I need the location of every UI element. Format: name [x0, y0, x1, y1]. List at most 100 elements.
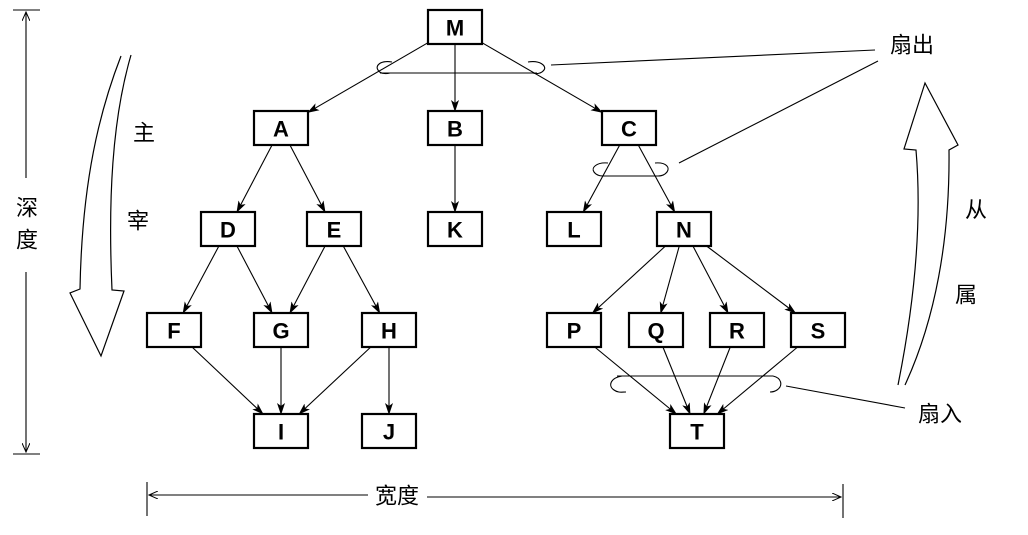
- fan-out-arc-left-m: [376, 61, 393, 75]
- node-box: [668, 412, 726, 450]
- node-L: L: [545, 210, 603, 248]
- node-box: [305, 210, 363, 248]
- node-box: [145, 311, 203, 349]
- edges: [182, 42, 798, 415]
- edge-S-T: [716, 346, 798, 415]
- node-G: G: [252, 311, 310, 349]
- edge-M-C: [481, 42, 603, 113]
- node-box: [252, 311, 310, 349]
- fan-out-arc-left-c: [592, 162, 609, 177]
- node-M: M: [426, 8, 484, 46]
- edge-H-I: [298, 346, 372, 415]
- width-label: 宽度: [375, 485, 419, 510]
- node-box: [426, 210, 484, 248]
- fan-in-arc-right: [769, 375, 782, 393]
- node-box: [627, 311, 685, 349]
- node-label: L: [567, 218, 580, 243]
- node-P: P: [545, 311, 603, 349]
- depth-label-char-2: 度: [16, 229, 38, 254]
- node-I: I: [252, 412, 310, 450]
- edge-E-H: [342, 245, 381, 314]
- edge-R-T: [703, 346, 731, 415]
- fan-out-leader-1: [550, 49, 876, 66]
- edge-D-G: [236, 245, 273, 314]
- node-box: [600, 109, 658, 147]
- node-box: [545, 210, 603, 248]
- edge-E-G: [289, 245, 326, 314]
- fan-out-arc-right-m: [527, 61, 546, 75]
- node-label: P: [567, 319, 582, 344]
- node-box: [252, 412, 310, 450]
- curved-down-arrow-icon: [69, 54, 132, 358]
- node-label: B: [447, 117, 463, 142]
- edge-M-A: [307, 42, 429, 113]
- fan-in-leader: [785, 385, 906, 409]
- width-dimension: 宽度: [146, 482, 844, 518]
- node-label: A: [273, 117, 289, 142]
- node-S: S: [789, 311, 847, 349]
- dominant-label-char-2: 宰: [127, 210, 149, 235]
- node-label: R: [729, 319, 745, 344]
- edge-C-L: [582, 144, 621, 213]
- fan-out-annotation: 扇出: [376, 34, 934, 177]
- node-E: E: [305, 210, 363, 248]
- node-K: K: [426, 210, 484, 248]
- node-box: [545, 311, 603, 349]
- fan-out-arc-right-c: [654, 162, 669, 177]
- node-J: J: [360, 412, 418, 450]
- edge-Q-T: [662, 346, 691, 415]
- node-box: [360, 311, 418, 349]
- node-label: I: [278, 420, 284, 445]
- node-box: [252, 109, 310, 147]
- fan-out-leader-2: [678, 60, 879, 164]
- edge-P-T: [594, 346, 678, 415]
- edge-A-E: [289, 144, 326, 213]
- node-label: D: [220, 218, 236, 243]
- node-label: E: [327, 218, 342, 243]
- depth-label-char-1: 深: [16, 197, 38, 222]
- dominant-arrow: 主 宰: [69, 54, 155, 358]
- fan-in-annotation: 扇入: [610, 375, 962, 428]
- node-box: [426, 109, 484, 147]
- edge-C-N: [637, 144, 676, 213]
- depth-dimension: 深 度: [13, 9, 40, 455]
- node-D: D: [199, 210, 257, 248]
- node-C: C: [600, 109, 658, 147]
- fan-in-arc-left: [610, 375, 627, 393]
- fan-out-label: 扇出: [890, 34, 934, 59]
- node-B: B: [426, 109, 484, 147]
- node-label: N: [676, 218, 692, 243]
- node-label: M: [446, 16, 464, 41]
- node-A: A: [252, 109, 310, 147]
- edge-F-I: [191, 346, 264, 415]
- node-label: K: [447, 218, 463, 243]
- subordinate-arrow: 从 属: [897, 81, 987, 386]
- node-box: [655, 210, 713, 248]
- node-box: [199, 210, 257, 248]
- node-label: Q: [647, 319, 664, 344]
- edge-D-F: [182, 245, 220, 314]
- subordinate-label-char-2: 属: [955, 284, 977, 309]
- node-label: G: [272, 319, 289, 344]
- node-box: [426, 8, 484, 46]
- curved-up-arrow-icon: [897, 81, 959, 386]
- dominant-label-char-1: 主: [133, 122, 155, 147]
- subordinate-label-char-1: 从: [965, 199, 987, 224]
- node-label: H: [381, 319, 397, 344]
- edge-N-P: [591, 245, 666, 314]
- edge-A-D: [236, 144, 273, 213]
- node-box: [708, 311, 766, 349]
- edge-N-R: [692, 245, 729, 314]
- edge-N-S: [706, 245, 797, 314]
- node-box: [360, 412, 418, 450]
- node-label: S: [811, 319, 826, 344]
- node-label: F: [167, 319, 180, 344]
- node-label: C: [621, 117, 637, 142]
- node-Q: Q: [627, 311, 685, 349]
- node-label: J: [383, 420, 395, 445]
- node-H: H: [360, 311, 418, 349]
- node-box: [789, 311, 847, 349]
- node-F: F: [145, 311, 203, 349]
